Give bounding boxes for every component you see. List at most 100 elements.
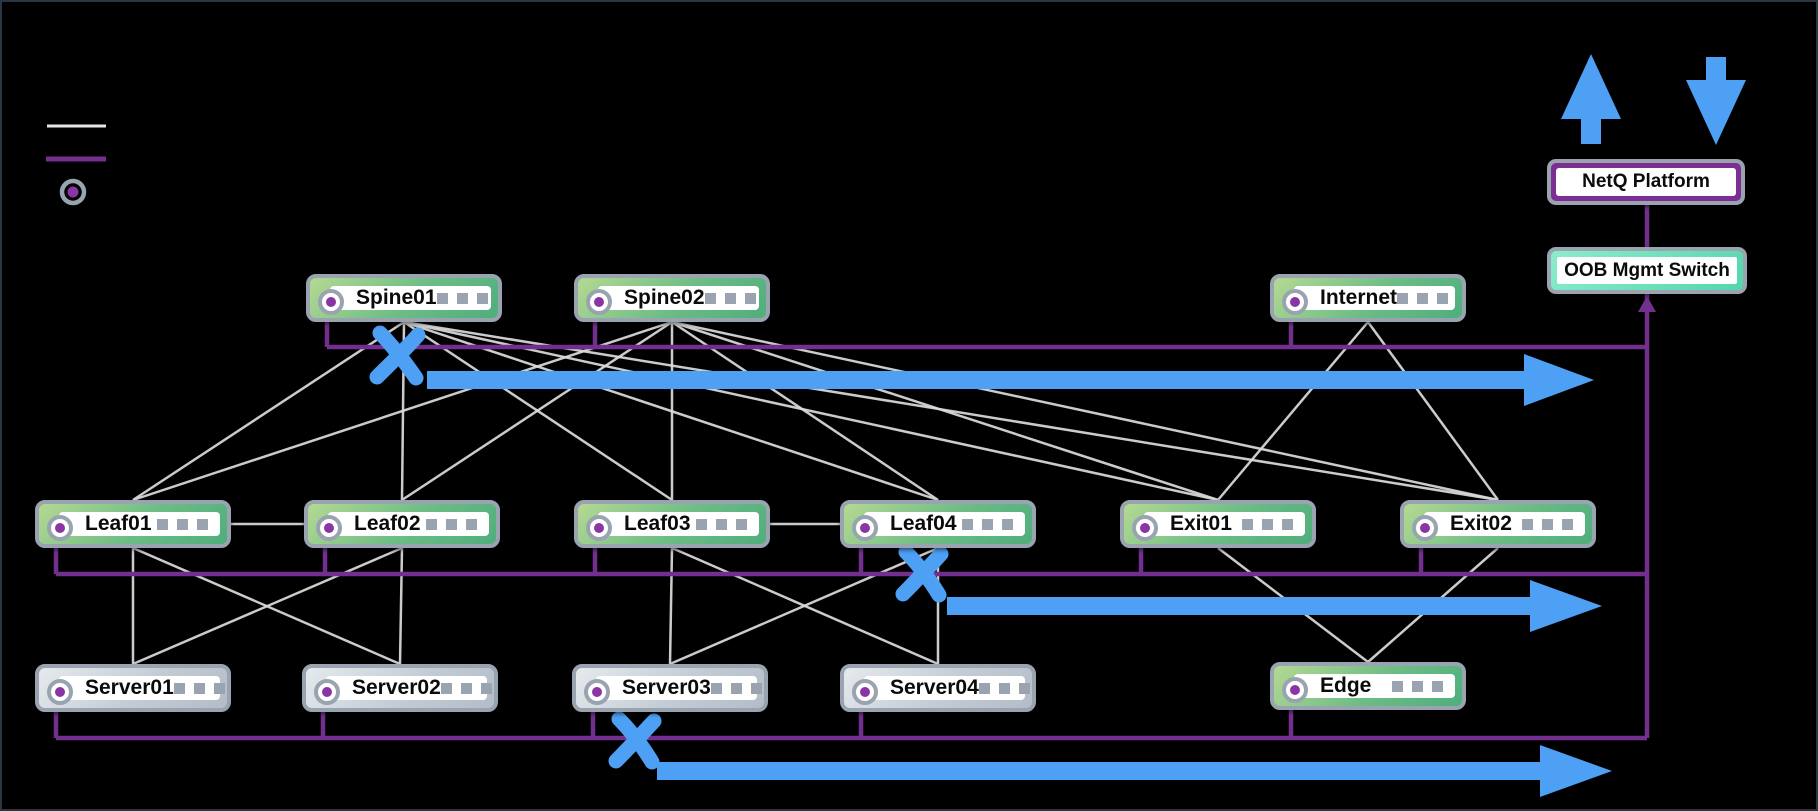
- node-face: Edge: [1294, 674, 1455, 698]
- node-edge[interactable]: Edge: [1270, 662, 1466, 710]
- node-face: Exit01: [1144, 512, 1305, 536]
- data-link-leaf02-server01: [132, 546, 403, 666]
- x-mark-server-bus: [608, 713, 662, 769]
- node-face: Spine02: [598, 286, 759, 310]
- mgmt-port-icon: [47, 679, 73, 705]
- node-face: Server01: [59, 676, 225, 700]
- node-face: Exit02: [1424, 512, 1585, 536]
- node-server01[interactable]: Server01: [35, 664, 231, 712]
- node-leaf01[interactable]: Leaf01: [35, 500, 231, 548]
- flow-arrow-spine-row: [427, 354, 1594, 406]
- mgmt-riser-arrowhead-icon: [1638, 296, 1656, 312]
- node-leaf04[interactable]: Leaf04: [840, 500, 1036, 548]
- data-link-leaf02-server02: [398, 547, 404, 665]
- oob-mgmt-switch-label: OOB Mgmt Switch: [1557, 257, 1737, 284]
- node-face: Spine01: [330, 286, 491, 310]
- mgmt-port-icon: [586, 515, 612, 541]
- node-label: Exit01: [1170, 512, 1232, 535]
- node-spine02[interactable]: Spine02: [574, 274, 770, 322]
- mgmt-port-icon: [47, 515, 73, 541]
- annotations: [427, 54, 1746, 797]
- menu-dots-icon[interactable]: [173, 682, 225, 694]
- download-arrow-icon: [1686, 57, 1746, 145]
- mgmt-port-icon: [586, 289, 612, 315]
- netq-platform-label: NetQ Platform: [1556, 168, 1736, 196]
- node-label: Server01: [85, 676, 174, 699]
- data-link-spine02-exit01: [671, 320, 1219, 502]
- data-link-leaf03-server03: [668, 547, 674, 665]
- upload-arrow-icon: [1561, 54, 1621, 144]
- flow-arrow-server-row: [657, 745, 1612, 797]
- menu-dots-icon[interactable]: [440, 682, 492, 694]
- menu-dots-icon[interactable]: [978, 682, 1030, 694]
- node-server02[interactable]: Server02: [302, 664, 498, 712]
- node-label: Leaf03: [624, 512, 691, 535]
- menu-dots-icon[interactable]: [1392, 680, 1443, 692]
- node-label: Leaf02: [354, 512, 421, 535]
- menu-dots-icon[interactable]: [962, 518, 1013, 530]
- mgmt-port-icon: [1412, 515, 1438, 541]
- legend: [46, 124, 106, 206]
- data-link-internet-exit01: [1217, 321, 1369, 501]
- mgmt-port-icon: [314, 679, 340, 705]
- menu-dots-icon[interactable]: [1522, 518, 1573, 530]
- mgmt-port-icon: [1132, 515, 1158, 541]
- menu-dots-icon[interactable]: [426, 518, 477, 530]
- node-netq-platform[interactable]: NetQ Platform: [1547, 159, 1745, 205]
- node-leaf02[interactable]: Leaf02: [304, 500, 500, 548]
- node-exit01[interactable]: Exit01: [1120, 500, 1316, 548]
- node-oob-mgmt-switch[interactable]: OOB Mgmt Switch: [1547, 247, 1747, 294]
- node-face: Server04: [864, 676, 1030, 700]
- node-face: Leaf03: [598, 512, 759, 536]
- data-link-spine02-leaf04: [671, 320, 939, 502]
- x-marks: [369, 325, 949, 770]
- node-face: Server02: [326, 676, 492, 700]
- node-server03[interactable]: Server03: [572, 664, 768, 712]
- data-link-spine02-leaf01: [132, 320, 673, 502]
- node-face: Leaf02: [328, 512, 489, 536]
- mgmt-port-icon: [584, 679, 610, 705]
- data-link-spine01-exit02: [403, 320, 1499, 502]
- mgmt-port-legend-dot: [67, 186, 79, 198]
- menu-dots-icon[interactable]: [696, 518, 747, 530]
- node-label: Edge: [1320, 674, 1372, 697]
- node-label: Spine02: [624, 286, 705, 309]
- data-link-spine01-exit01: [403, 320, 1219, 502]
- mgmt-port-legend-icon: [59, 178, 87, 206]
- node-label: Server04: [890, 676, 979, 699]
- node-face: Leaf01: [59, 512, 220, 536]
- data-link-spine01-leaf01: [132, 320, 405, 502]
- data-link-leaf04-server03: [669, 546, 939, 666]
- menu-dots-icon[interactable]: [1397, 292, 1449, 304]
- menu-dots-icon[interactable]: [704, 292, 756, 304]
- mgmt-port-icon: [1282, 289, 1308, 315]
- node-face: Internet: [1294, 286, 1455, 310]
- node-label: Internet: [1320, 286, 1398, 309]
- flow-arrow-leaf-row: [947, 580, 1602, 632]
- mgmt-port-icon: [316, 515, 342, 541]
- node-server04[interactable]: Server04: [840, 664, 1036, 712]
- menu-dots-icon[interactable]: [157, 518, 208, 530]
- x-mark-spine-bus: [369, 327, 426, 385]
- mgmt-network-lines: [53, 205, 1656, 741]
- menu-dots-icon[interactable]: [710, 682, 762, 694]
- node-face: Server03: [596, 676, 762, 700]
- node-label: Leaf01: [85, 512, 152, 535]
- data-link-spine02-leaf02: [401, 320, 673, 502]
- node-spine01[interactable]: Spine01: [306, 274, 502, 322]
- node-face: Leaf04: [864, 512, 1025, 536]
- data-links: [131, 320, 1500, 666]
- node-label: Server02: [352, 676, 441, 699]
- data-link-internet-exit02: [1366, 321, 1500, 501]
- mgmt-port-icon: [1282, 677, 1308, 703]
- menu-dots-icon[interactable]: [436, 292, 488, 304]
- node-leaf03[interactable]: Leaf03: [574, 500, 770, 548]
- mgmt-port-icon: [318, 289, 344, 315]
- node-internet[interactable]: Internet: [1270, 274, 1466, 322]
- node-exit02[interactable]: Exit02: [1400, 500, 1596, 548]
- data-link-spine02-exit02: [671, 320, 1499, 502]
- menu-dots-icon[interactable]: [1242, 518, 1293, 530]
- node-label: Server03: [622, 676, 711, 699]
